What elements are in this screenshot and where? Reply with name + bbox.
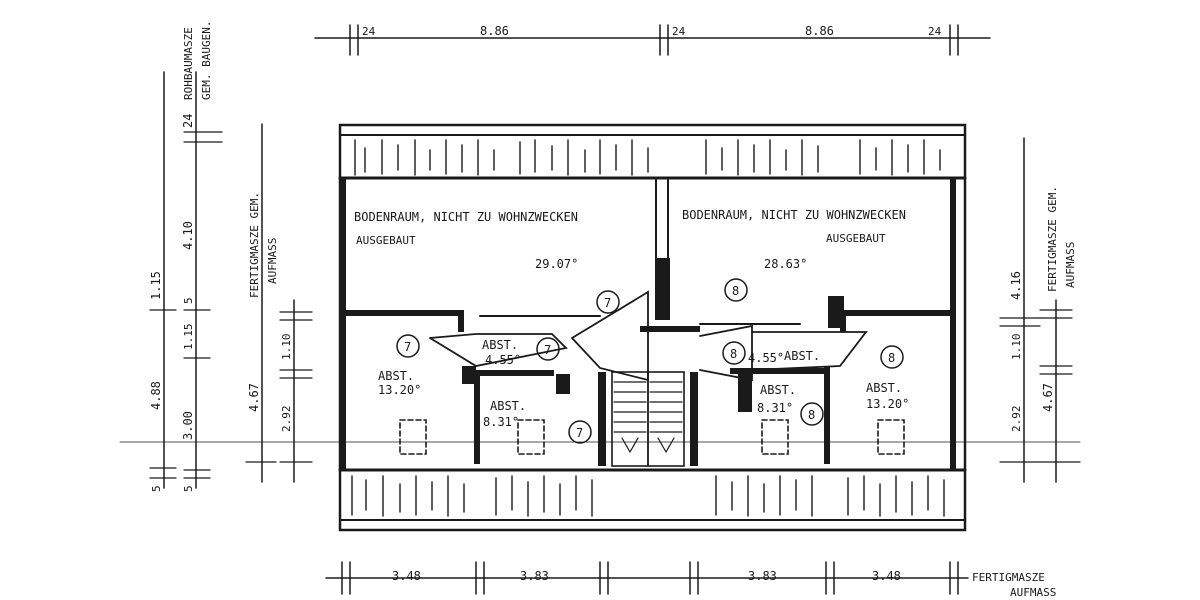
top-dim-wall-mid: 24 xyxy=(672,25,686,38)
marker-8-right-small xyxy=(800,402,824,426)
right-big-abst-label: ABST. xyxy=(866,381,902,395)
right-small-abst-angle: 8.31° xyxy=(757,401,793,415)
marker-8-right-big-text: 8 xyxy=(888,351,895,365)
marker-7-left-small xyxy=(568,420,592,444)
marker-8-right-big xyxy=(880,345,904,369)
bottom-dim-label-2: AUFMASS xyxy=(1010,586,1056,599)
right-dim-4-67: 4.67 xyxy=(1041,383,1055,412)
marker-8-right-small-text: 8 xyxy=(808,408,815,422)
bottom-dim-label-1: FERTIGMASZE xyxy=(972,571,1045,584)
right-wedge-abst-label: ABST. xyxy=(784,349,820,363)
left-outer-dim-3-00: 3.00 xyxy=(181,411,195,440)
left-inner-dim-4-67: 4.67 xyxy=(247,383,261,412)
attic-right-label: BODENRAUM, NICHT ZU WOHNZWECKEN xyxy=(682,208,906,222)
marker-7-center-text: 7 xyxy=(604,296,611,310)
left-inner-label-2: AUFMASS xyxy=(266,238,279,284)
left-outer-dimension-chain: 4.88 3.00 1.15 4.10 24 5 5 1.15 5 ROHBAU… xyxy=(149,21,223,492)
left-inner-dimension-chain: 4.67 2.92 1.10 FERTIGMASZE GEM. AUFMASS xyxy=(245,123,313,483)
top-dim-wall-left: 24 xyxy=(362,25,376,38)
unit-markers xyxy=(396,278,904,444)
left-small-abst-label: ABST. xyxy=(490,399,526,413)
building-outline xyxy=(338,123,967,532)
top-dim-left-span: 8.86 xyxy=(480,24,509,38)
left-inner-label-1: FERTIGMASZE GEM. xyxy=(248,192,261,298)
attic-left-label: BODENRAUM, NICHT ZU WOHNZWECKEN xyxy=(354,210,578,224)
left-small-abst-angle: 8.31° xyxy=(483,415,519,429)
right-dim-1-10: 1.10 xyxy=(1010,334,1023,361)
stair-treads xyxy=(613,381,683,453)
attic-right-sublabel: AUSGEBAUT xyxy=(826,232,886,245)
left-big-abst-label: ABST. xyxy=(378,369,414,383)
marker-7-left-big xyxy=(396,334,420,358)
marker-7-left-wedge xyxy=(536,337,560,361)
right-small-abst-label: ABST. xyxy=(760,383,796,397)
interior-walls xyxy=(346,179,950,467)
skylights xyxy=(399,419,905,455)
right-dim-4-16: 4.16 xyxy=(1009,271,1023,300)
marker-8-attic xyxy=(724,278,748,302)
rafter-ticks-bottom xyxy=(351,475,945,517)
right-dim-2-92: 2.92 xyxy=(1010,406,1023,433)
attic-left-angle: 29.07° xyxy=(535,257,578,271)
abst-wedges xyxy=(429,290,868,382)
left-wedge-abst-label: ABST. xyxy=(482,338,518,352)
marker-7-center xyxy=(596,290,620,314)
marker-7-left-wedge-text: 7 xyxy=(544,343,551,357)
right-big-abst-angle: 13.20° xyxy=(866,397,909,411)
top-dimension-chain: 24 8.86 24 8.86 24 xyxy=(314,24,991,56)
right-label-1: FERTIGMASZE GEM. xyxy=(1046,186,1059,292)
left-inner-dim-1-10: 1.10 xyxy=(280,334,293,361)
left-outer-dim-5-c: 5 xyxy=(182,297,195,304)
left-outer-label-2: GEM. BAUGEN. xyxy=(200,21,213,100)
bottom-dimension-chain: 3.48 3.83 3.83 3.48 FERTIGMASZE AUFMASS xyxy=(325,561,1056,599)
bottom-dim-3: 3.83 xyxy=(748,569,777,583)
top-dim-wall-right: 24 xyxy=(928,25,942,38)
marker-7-left-small-text: 7 xyxy=(576,426,583,440)
rafter-ticks-top xyxy=(354,139,941,176)
left-outer-dim-1-15-b: 1.15 xyxy=(182,324,195,351)
bottom-dim-1: 3.48 xyxy=(392,569,421,583)
marker-8-right-wedge xyxy=(722,341,746,365)
right-dimension-chain: 4.16 1.10 4.67 2.92 FERTIGMASZE GEM. AUF… xyxy=(999,137,1081,483)
top-dim-right-span: 8.86 xyxy=(805,24,834,38)
left-big-abst-angle: 13.20° xyxy=(378,383,421,397)
left-outer-dim-1-15-a: 1.15 xyxy=(149,271,163,300)
right-label-2: AUFMASS xyxy=(1064,242,1077,288)
left-wedge-abst-angle: 4.55° xyxy=(485,353,521,367)
left-outer-dim-4-10: 4.10 xyxy=(181,221,195,250)
attic-left-sublabel: AUSGEBAUT xyxy=(356,234,416,247)
left-outer-dim-4-88: 4.88 xyxy=(149,381,163,410)
left-outer-dim-24: 24 xyxy=(181,114,195,128)
marker-8-right-wedge-text: 8 xyxy=(730,347,737,361)
left-outer-dim-5-b: 5 xyxy=(182,485,195,492)
left-outer-label-1: ROHBAUMASZE xyxy=(182,27,195,100)
marker-7-left-big-text: 7 xyxy=(404,340,411,354)
left-inner-dim-2-92: 2.92 xyxy=(280,406,293,433)
marker-8-attic-text: 8 xyxy=(732,284,739,298)
bottom-dim-2: 3.83 xyxy=(520,569,549,583)
left-outer-dim-5-a: 5 xyxy=(150,485,163,492)
bottom-dim-4: 3.48 xyxy=(872,569,901,583)
right-wedge-abst-angle: 4.55° xyxy=(748,351,784,365)
attic-right-angle: 28.63° xyxy=(764,257,807,271)
